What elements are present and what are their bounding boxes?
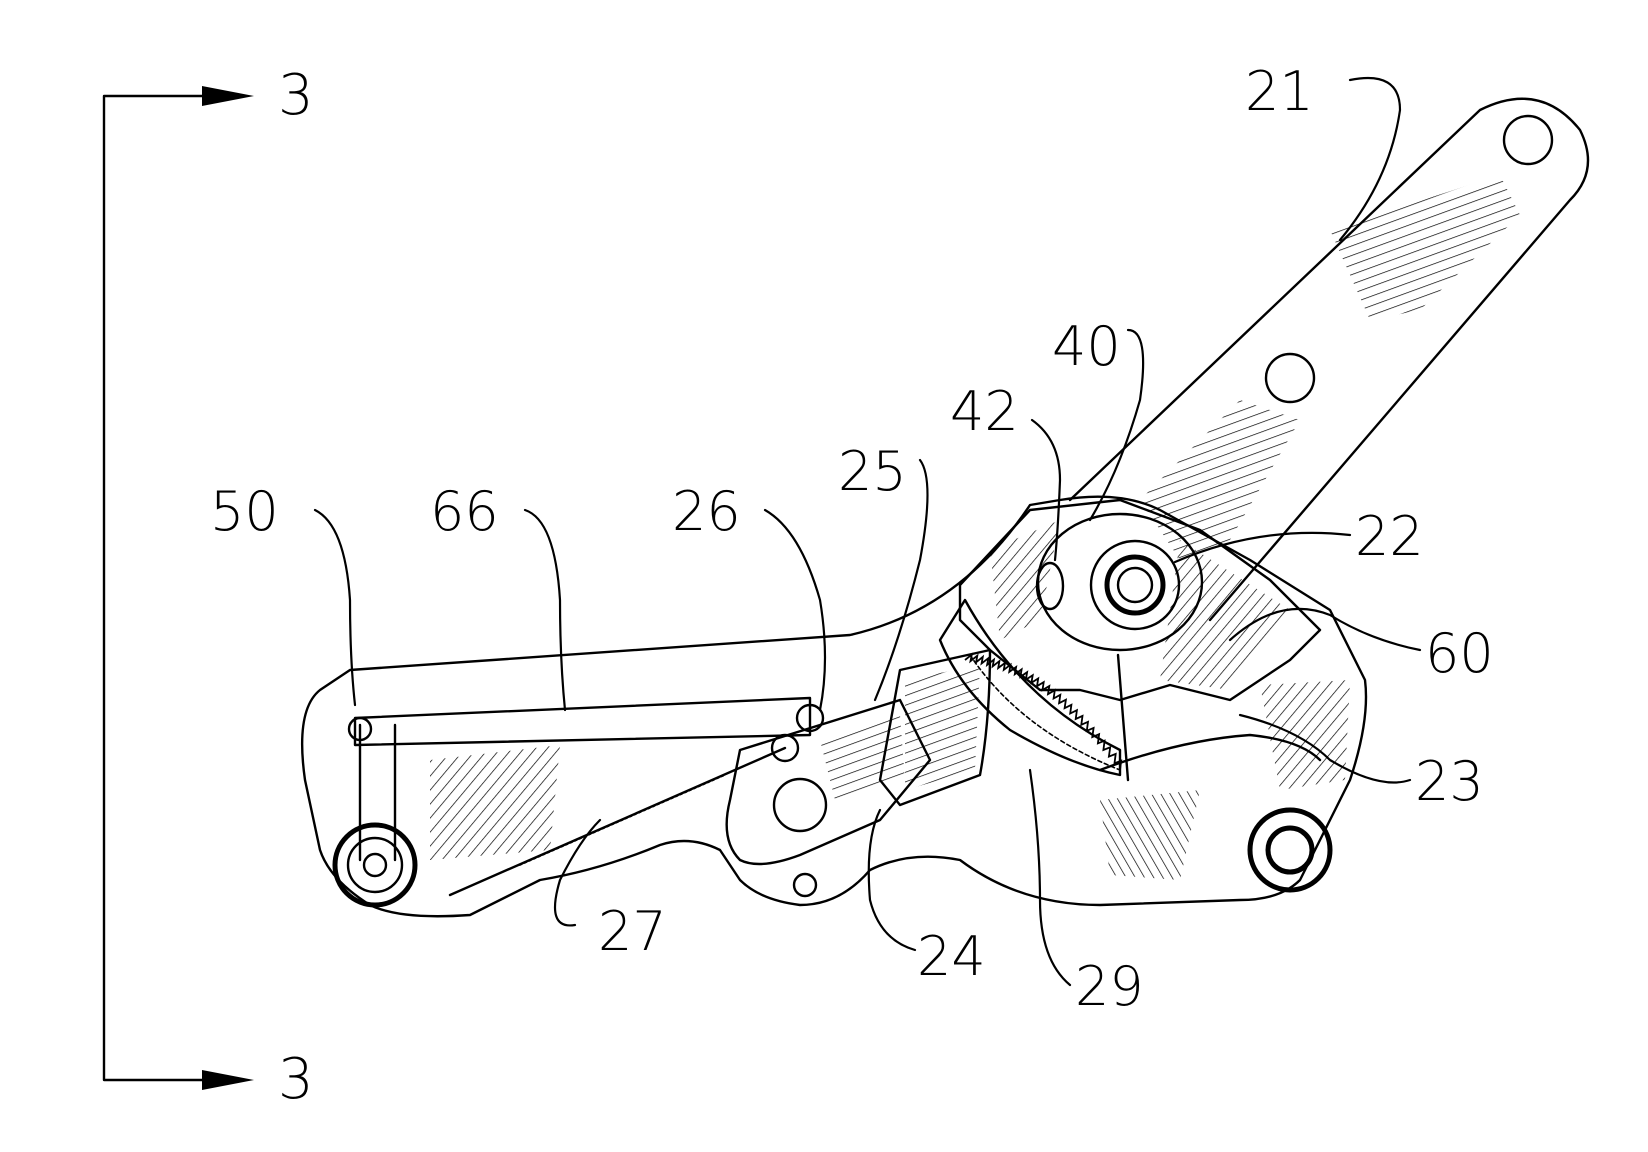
label-26: 26 [672, 480, 741, 543]
label-29: 29 [1075, 955, 1144, 1018]
label-21: 21 [1245, 60, 1314, 123]
label-50: 50 [210, 480, 279, 543]
left-roller [335, 825, 415, 905]
section-label-bottom: 3 [278, 1047, 314, 1112]
label-23: 23 [1415, 750, 1484, 813]
pawl-lever [727, 700, 930, 896]
label-25: 25 [838, 440, 907, 503]
label-27: 27 [598, 900, 667, 963]
label-60: 60 [1425, 622, 1494, 685]
label-24: 24 [917, 925, 986, 988]
label-22: 22 [1355, 505, 1424, 568]
label-42: 42 [950, 380, 1019, 443]
label-66: 66 [430, 480, 499, 543]
section-line-3-3 [104, 86, 254, 1090]
label-40: 40 [1052, 315, 1121, 378]
right-roller [1250, 810, 1330, 890]
section-label-top: 3 [278, 63, 314, 128]
